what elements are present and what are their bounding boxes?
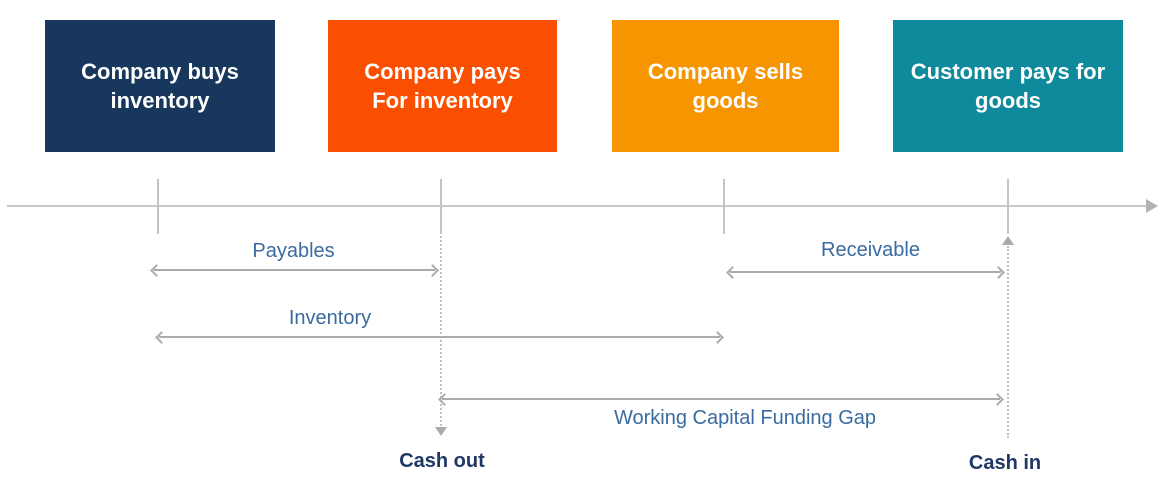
receivable-label: Receivable [821, 239, 920, 261]
timeline-axis [7, 205, 1147, 207]
cash-in-label: Cash in [968, 452, 1042, 474]
arrow-right-chevron-icon [426, 264, 439, 277]
arrow-shaft [730, 271, 1001, 273]
inventory-span-arrow [155, 331, 724, 344]
arrow-shaft [159, 336, 720, 338]
timeline-arrowhead-icon [1146, 199, 1158, 213]
stage-box-label: Company sells goods [647, 58, 804, 113]
arrow-right-chevron-icon [991, 393, 1004, 406]
cash-out-dotted-line [440, 236, 442, 426]
timeline-tick-sell [723, 179, 725, 234]
timeline-tick-collect [1007, 179, 1009, 234]
cash-out-label: Cash out [399, 450, 485, 472]
stage-box-label: Customer pays for goods [910, 58, 1106, 113]
receivable-span-arrow [726, 266, 1005, 279]
inventory-label: Inventory [288, 307, 372, 329]
arrow-shaft [154, 269, 435, 271]
timeline-tick-pay [440, 179, 442, 234]
payables-label: Payables [252, 240, 335, 262]
cash-in-dotted-line [1007, 246, 1009, 438]
arrow-right-chevron-icon [711, 331, 724, 344]
arrow-right-chevron-icon [992, 266, 1005, 279]
funding-gap-label: Working Capital Funding Gap [614, 407, 876, 429]
cash-out-arrow-down-icon [435, 427, 447, 436]
stage-box-label: Company pays For inventory [364, 58, 521, 113]
stage-box-company-buys-inventory: Company buys inventory [45, 20, 275, 152]
stage-box-company-pays-for-inventory: Company pays For inventory [328, 20, 557, 152]
stage-box-company-sells-goods: Company sells goods [612, 20, 839, 152]
payables-span-arrow [150, 264, 439, 277]
stage-box-label: Company buys inventory [81, 58, 239, 113]
funding-gap-span-arrow [438, 393, 1004, 406]
stage-box-customer-pays-for-goods: Customer pays for goods [893, 20, 1123, 152]
arrow-shaft [442, 398, 1000, 400]
cash-in-arrow-up-icon [1002, 236, 1014, 245]
timeline-tick-buy [157, 179, 159, 234]
